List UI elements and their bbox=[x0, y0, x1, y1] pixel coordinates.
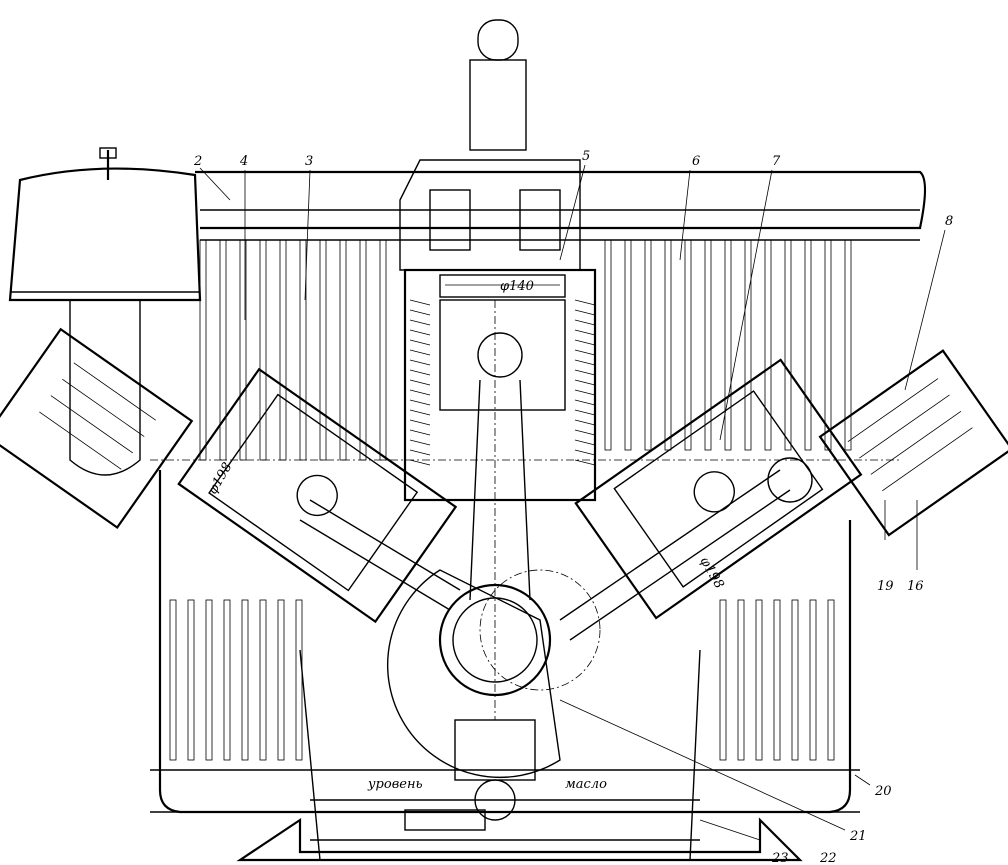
dim-top-bore: φ140 bbox=[500, 279, 534, 294]
top-cylinder bbox=[403, 268, 597, 502]
fin bbox=[409, 379, 431, 386]
label-21: 21 bbox=[849, 829, 867, 844]
label-20: 20 bbox=[874, 784, 892, 799]
fin bbox=[409, 359, 431, 366]
fin bbox=[409, 429, 431, 436]
label-3: 3 bbox=[305, 154, 313, 169]
fin bbox=[704, 239, 712, 451]
fin bbox=[277, 599, 285, 761]
top-valve-head bbox=[399, 19, 581, 271]
fin bbox=[409, 389, 431, 396]
fin bbox=[809, 599, 817, 761]
label-23: 23 bbox=[771, 851, 789, 865]
fin bbox=[719, 599, 727, 761]
fin bbox=[574, 369, 596, 376]
fin bbox=[241, 599, 249, 761]
fin bbox=[295, 599, 303, 761]
fin bbox=[624, 239, 632, 451]
fin bbox=[574, 439, 596, 446]
fin bbox=[574, 459, 596, 466]
fin bbox=[574, 409, 596, 416]
fin bbox=[409, 369, 431, 376]
fin bbox=[359, 239, 367, 461]
fin bbox=[379, 239, 387, 461]
fin bbox=[219, 239, 227, 461]
left-cylinder bbox=[177, 367, 458, 624]
fin bbox=[259, 239, 267, 461]
label-7: 7 bbox=[772, 154, 781, 169]
fin bbox=[744, 239, 752, 451]
label-5: 5 bbox=[582, 149, 590, 164]
fin bbox=[574, 319, 596, 326]
right-cylinder bbox=[574, 358, 863, 620]
fin bbox=[804, 239, 812, 451]
fin bbox=[574, 419, 596, 426]
right-valve-head bbox=[818, 349, 1008, 537]
label-4: 4 bbox=[239, 154, 248, 169]
dim-left-bore: φ198 bbox=[205, 460, 235, 497]
label-8: 8 bbox=[945, 214, 953, 229]
fin bbox=[205, 599, 213, 761]
fin bbox=[223, 599, 231, 761]
fin bbox=[574, 389, 596, 396]
fin bbox=[574, 299, 596, 306]
fin bbox=[764, 239, 772, 451]
fin bbox=[574, 339, 596, 346]
air-filter bbox=[8, 147, 202, 476]
fin bbox=[409, 409, 431, 416]
left-valve-head bbox=[0, 327, 194, 530]
label-2: 2 bbox=[193, 154, 202, 169]
fin bbox=[827, 599, 835, 761]
fin bbox=[574, 429, 596, 436]
fin bbox=[299, 239, 307, 461]
fin bbox=[574, 399, 596, 406]
fin bbox=[409, 399, 431, 406]
fin bbox=[409, 339, 431, 346]
fin bbox=[755, 599, 763, 761]
fin bbox=[574, 309, 596, 316]
crankcase bbox=[150, 470, 860, 862]
fin bbox=[279, 239, 287, 461]
fin bbox=[409, 309, 431, 316]
fin bbox=[409, 439, 431, 446]
fin bbox=[574, 379, 596, 386]
fin bbox=[409, 299, 431, 306]
label-6: 6 bbox=[692, 154, 700, 169]
fin bbox=[409, 459, 431, 466]
fin bbox=[664, 239, 672, 451]
oil-level-label: уровень bbox=[367, 777, 423, 792]
leader-lines bbox=[199, 164, 946, 841]
fin bbox=[409, 419, 431, 426]
fin bbox=[169, 599, 177, 761]
fin bbox=[409, 319, 431, 326]
label-22: 22 bbox=[819, 851, 837, 865]
fin bbox=[684, 239, 692, 451]
fin bbox=[574, 349, 596, 356]
fin bbox=[724, 239, 732, 451]
fin bbox=[824, 239, 832, 451]
fin bbox=[773, 599, 781, 761]
fin bbox=[574, 449, 596, 456]
fin bbox=[409, 449, 431, 456]
label-19: 19 bbox=[877, 579, 894, 594]
fin bbox=[784, 239, 792, 451]
fin bbox=[791, 599, 799, 761]
fin bbox=[187, 599, 195, 761]
fin bbox=[409, 329, 431, 336]
fin bbox=[737, 599, 745, 761]
oil-label: масло bbox=[565, 777, 607, 792]
fin bbox=[644, 239, 652, 451]
crank-mechanism bbox=[150, 300, 900, 821]
fin bbox=[409, 349, 431, 356]
label-16: 16 bbox=[907, 579, 924, 594]
fin bbox=[604, 239, 612, 451]
fin bbox=[199, 239, 207, 461]
fin bbox=[259, 599, 267, 761]
fin bbox=[574, 329, 596, 336]
fin bbox=[574, 359, 596, 366]
